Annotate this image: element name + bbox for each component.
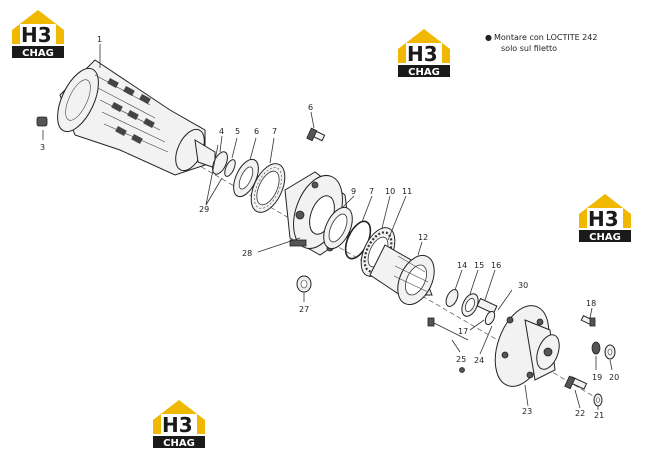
part-label-10: 10 [385, 187, 395, 196]
logo-brand: CHAG [163, 438, 195, 449]
part-label-6: 6 [254, 127, 259, 136]
part-label-27: 27 [299, 305, 309, 314]
part-label-4: 4 [219, 127, 224, 136]
shaft-4 [212, 151, 236, 177]
nut-19 [591, 341, 601, 355]
note-line-2: solo sul filetto [501, 44, 557, 53]
logo-letters: H3 [21, 23, 52, 47]
part-label-16: 16 [491, 261, 501, 270]
part-label-30: 30 [518, 281, 528, 290]
part-label-21: 21 [594, 411, 604, 420]
bolt-22 [564, 375, 588, 390]
part-label-14: 14 [457, 261, 467, 270]
nut-20 [604, 344, 616, 360]
logo-brand: CHAG [589, 232, 621, 243]
part-label-9: 9 [351, 187, 356, 196]
part-label-23: 23 [522, 407, 532, 416]
bearing-15 [461, 293, 479, 317]
part-label-24: 24 [474, 356, 484, 365]
part-label-7: 7 [272, 127, 277, 136]
bolt-25 [427, 317, 469, 373]
note-bullet: ● [485, 33, 492, 42]
part-label-11: 11 [402, 187, 412, 196]
logo-brand: CHAG [408, 67, 440, 78]
part-label-15: 15 [474, 261, 484, 270]
washer-21 [593, 393, 603, 407]
logo-bottom-left: H3 CHAG [153, 400, 205, 449]
washer-17 [484, 310, 496, 326]
note-line-1: Montare con LOCTITE 242 [494, 33, 597, 42]
part-label-20: 20 [609, 373, 619, 382]
part-label-6-upper: 6 [308, 103, 313, 112]
part-label-25: 25 [456, 355, 466, 364]
logo-top-center: H3 CHAG [398, 29, 450, 78]
part-label-22: 22 [575, 409, 585, 418]
part-label-18: 18 [586, 299, 596, 308]
nut-27 [296, 275, 312, 293]
logo-letters: H3 [407, 42, 438, 66]
logo-top-left: H3 CHAG [12, 10, 64, 59]
bolt-8 [306, 127, 326, 142]
part-label-3: 3 [40, 143, 45, 152]
shaft-16 [476, 297, 498, 315]
part-label-19: 19 [592, 373, 602, 382]
cylinder-12 [369, 244, 435, 306]
part-label-12: 12 [418, 233, 428, 242]
loctite-note: ● Montare con LOCTITE 242 solo sul filet… [485, 33, 597, 53]
part-label-29: 29 [199, 205, 209, 214]
logo-letters: H3 [162, 413, 193, 437]
screw-3 [36, 116, 48, 127]
leader-lines [42, 44, 613, 410]
bolt-18 [580, 314, 596, 327]
hub-flange-23 [494, 305, 560, 387]
ring-14 [445, 289, 459, 307]
part-label-1: 1 [97, 35, 102, 44]
part-labels: 1 3 4 5 6 6 7 7 8 9 10 11 12 14 15 16 17… [40, 35, 619, 420]
logo-right: H3 CHAG [579, 194, 631, 243]
part-label-17: 17 [458, 327, 468, 336]
motor-housing [57, 59, 216, 176]
logo-brand: CHAG [22, 48, 54, 59]
part-label-28: 28 [242, 249, 252, 258]
bearing-7 [250, 163, 286, 213]
logo-letters: H3 [588, 207, 619, 231]
part-label-7-center: 7 [369, 187, 374, 196]
part-label-5: 5 [235, 127, 240, 136]
ring-9 [323, 206, 353, 250]
ring-6 [233, 158, 259, 198]
